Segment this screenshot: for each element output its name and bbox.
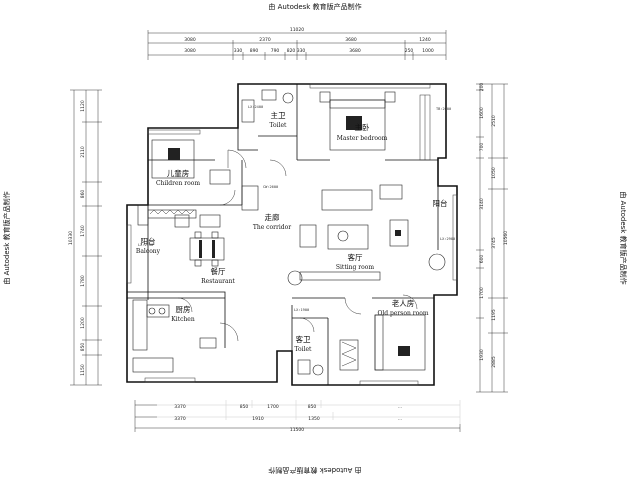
left-dim-7: 1150 — [80, 364, 86, 376]
right-dim-inner-3: 3140 — [479, 198, 485, 210]
top-dim-r2-4: 820 — [287, 48, 296, 54]
tag-4: LX:2750 — [138, 243, 153, 247]
top-dim-r2-0: 3080 — [184, 48, 196, 54]
room-label-sitting-en: Sitting room — [336, 264, 374, 271]
top-dim-r1-1: 2370 — [259, 37, 271, 43]
room-label-corridor-en: The corridor — [253, 224, 291, 231]
top-dim-r2-5: 330 — [297, 48, 306, 54]
room-label-restaurant-cn: 餐厅 — [211, 267, 226, 276]
bottom-dim-r2-2: 1350 — [308, 416, 320, 422]
right-dim-inner-0: 200 — [479, 83, 485, 92]
right-dim-1: 1050 — [491, 167, 497, 179]
doors — [177, 149, 418, 342]
right-dim-inner-4: 600 — [479, 255, 485, 264]
bottom-dim-r2-3: ... — [398, 417, 402, 422]
watermark-right: 由 Autodesk 教育版产品制作 — [619, 191, 628, 284]
top-dim-r1-0: 3080 — [184, 37, 196, 43]
right-dim-inner-1: 1600 — [479, 107, 485, 119]
bottom-dim-r1-1: 850 — [240, 404, 249, 410]
top-dim-r2-6: 3680 — [349, 48, 361, 54]
left-dim-5: 1200 — [80, 317, 86, 329]
room-label-guest-toilet-en: Toilet — [295, 346, 313, 353]
room-label-restaurant-en: Restaurant — [201, 278, 235, 285]
watermark-top: 由 Autodesk 教育版产品制作 — [268, 2, 361, 11]
bottom-dim-overall: 11500 — [290, 427, 304, 433]
tag-5: LX:2900 — [440, 237, 455, 241]
walls — [126, 83, 458, 386]
tag-2: CW:2600 — [263, 185, 278, 189]
room-label-children-cn: 儿童房 — [167, 168, 190, 178]
top-dim-r2-7: 250 — [405, 48, 414, 54]
left-dim-6: 850 — [80, 343, 86, 352]
room-label-master-toilet-cn: 主卫 — [271, 110, 286, 120]
top-dim-r1-2: 3680 — [345, 37, 357, 43]
bottom-dim-r1-0: 3370 — [174, 404, 186, 410]
room-label-corridor-cn: 走廊 — [265, 212, 280, 222]
left-dim-1: 2110 — [80, 146, 86, 158]
tag-1: LX:2400 — [248, 105, 263, 109]
right-dim-overall: 10560 — [503, 231, 509, 245]
right-dim-inner-6: 1930 — [479, 349, 485, 361]
right-dimension-lines — [476, 83, 508, 393]
room-label-kitchen-cn: 厨房 — [176, 304, 191, 314]
room-label-old-person-cn: 老人房 — [392, 298, 415, 308]
watermark-left: 由 Autodesk 教育版产品制作 — [2, 191, 11, 284]
bottom-dim-mask — [157, 398, 597, 424]
room-label-children-en: Children room — [156, 180, 200, 187]
top-dim-r2-3: 790 — [271, 48, 280, 54]
bottom-dim-r2-1: 1910 — [252, 416, 264, 422]
bottom-dim-r1-3: 850 — [308, 404, 317, 410]
room-label-balcony-right-cn: 阳台 — [433, 198, 448, 208]
right-dim-3: 1195 — [491, 309, 497, 321]
room-label-sitting-cn: 客厅 — [348, 252, 363, 262]
bottom-dim-r1-2: 1700 — [267, 404, 279, 410]
left-dim-0: 1120 — [80, 100, 86, 112]
tag-3: TB:2600 — [436, 107, 451, 111]
right-dim-inner-5: 1700 — [479, 287, 485, 299]
top-dim-r2-2: 890 — [250, 48, 259, 54]
top-dimension-lines — [147, 30, 447, 60]
left-dimension-lines — [70, 89, 102, 386]
left-dim-4: 1780 — [80, 275, 86, 287]
right-dim-inner-2: 700 — [479, 143, 485, 152]
room-label-balcony-en: Balcony — [136, 248, 161, 255]
bottom-dim-r1-4: ... — [398, 405, 402, 410]
left-dim-3: 1740 — [80, 225, 86, 237]
left-dim-overall: 10330 — [68, 231, 74, 245]
room-label-old-person-en: Old person room — [377, 310, 428, 317]
right-dim-2: 3745 — [491, 237, 497, 249]
room-label-kitchen-en: Kitchen — [171, 316, 195, 323]
top-dim-overall: 11020 — [290, 27, 304, 33]
tag-6: LX:1900 — [294, 308, 309, 312]
room-label-master-bedroom-en: Master bedroom — [337, 135, 388, 142]
right-dim-0: 2510 — [491, 115, 497, 127]
top-dim-r2-1: 330 — [234, 48, 243, 54]
room-label-guest-toilet-cn: 客卫 — [296, 334, 311, 344]
room-label-master-toilet-en: Toilet — [270, 122, 288, 129]
top-dim-r1-3: 1240 — [419, 37, 431, 43]
room-label-balcony-cn: 阳台 — [141, 236, 156, 246]
watermark-bottom: 由 Autodesk 教育版产品制作 — [268, 466, 361, 475]
furniture — [132, 89, 446, 376]
right-dim-4: 2885 — [491, 356, 497, 368]
left-dim-2: 860 — [80, 190, 86, 199]
windows — [126, 83, 458, 386]
room-label-master-bedroom-cn: 主卧 — [355, 122, 370, 132]
bottom-dim-r2-0: 3370 — [174, 416, 186, 422]
top-dim-r2-8: 1000 — [422, 48, 434, 54]
